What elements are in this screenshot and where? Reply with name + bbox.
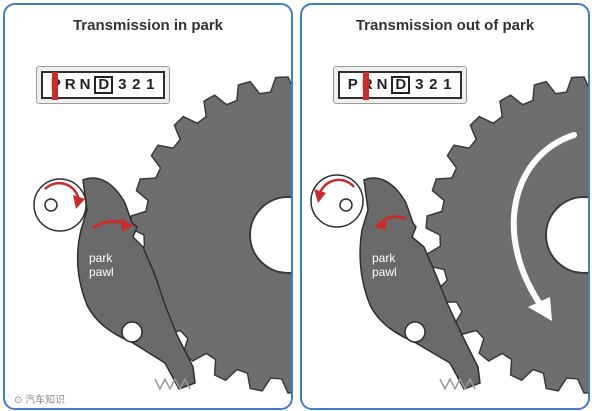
watermark: ⊙ 汽车知识 — [11, 391, 69, 406]
gear-letter-2: 2 — [429, 76, 438, 93]
cam-rotation-arrow — [318, 178, 355, 194]
gear-letter-d: D — [94, 76, 114, 94]
panel-title: Transmission in park — [72, 17, 224, 34]
pawl-label-line: park — [372, 251, 396, 265]
gear-letter-r: R — [362, 72, 373, 100]
pawl-body — [76, 177, 196, 390]
gear-letter-1: 1 — [146, 76, 155, 93]
cam-rotation-arrow — [44, 181, 81, 202]
pawl-motion-arrowhead — [374, 217, 386, 230]
gear-selector-letters: PRND321 — [338, 71, 462, 100]
pawl-label: park pawl — [89, 251, 114, 279]
gear-selector: PRND321 — [36, 66, 170, 104]
cam-rotation-arrowhead — [73, 195, 85, 209]
gear-selector: PRND321 — [333, 66, 467, 104]
pawl-pivot-hole — [404, 321, 426, 343]
selector-lever-mark — [51, 72, 58, 100]
panel-out-of-park: Transmission out of park PRND321 park pa… — [300, 3, 590, 410]
gear-letter-3: 3 — [118, 76, 127, 93]
panel-in-park: Transmission in park PRND321 park pawl ⊙… — [3, 3, 293, 410]
gear-selector-letters: PRND321 — [41, 71, 165, 100]
gear-letter-p: P — [51, 72, 61, 100]
cam-rotation-arrowhead — [314, 189, 326, 203]
gear-letter-p: P — [347, 76, 358, 93]
gear-letter-d: D — [391, 76, 411, 94]
gear-rotation-arrow — [510, 132, 577, 310]
selector-lever-mark — [362, 72, 369, 100]
gear-letter-1: 1 — [443, 76, 452, 93]
cam-pin — [44, 198, 58, 212]
gear-hub — [249, 196, 291, 274]
cam-pin — [339, 198, 353, 212]
gear-letter-3: 3 — [415, 76, 424, 93]
gear-letter-n: N — [79, 76, 91, 93]
return-spring — [154, 377, 191, 391]
pawl-motion-arrowhead — [121, 218, 133, 231]
cam-disc — [33, 178, 87, 232]
pawl-body — [359, 177, 481, 390]
gear-rotation-arrowhead — [528, 297, 552, 321]
pawl-label-line: pawl — [372, 265, 397, 279]
park-disengaged-illustration — [310, 76, 588, 394]
return-spring — [439, 377, 476, 391]
pawl-label: park pawl — [372, 251, 397, 279]
pawl-label-line: pawl — [89, 265, 114, 279]
gear-hub — [545, 196, 588, 274]
pawl-label-line: park — [89, 251, 113, 265]
gear-letter-n: N — [376, 76, 388, 93]
panel-title: Transmission out of park — [355, 17, 535, 34]
gear-letter-r: R — [64, 76, 76, 93]
gear-wheel — [129, 76, 291, 394]
park-engaged-illustration — [33, 76, 291, 394]
gear-letter-2: 2 — [132, 76, 141, 93]
pawl-pivot-hole — [121, 321, 143, 343]
